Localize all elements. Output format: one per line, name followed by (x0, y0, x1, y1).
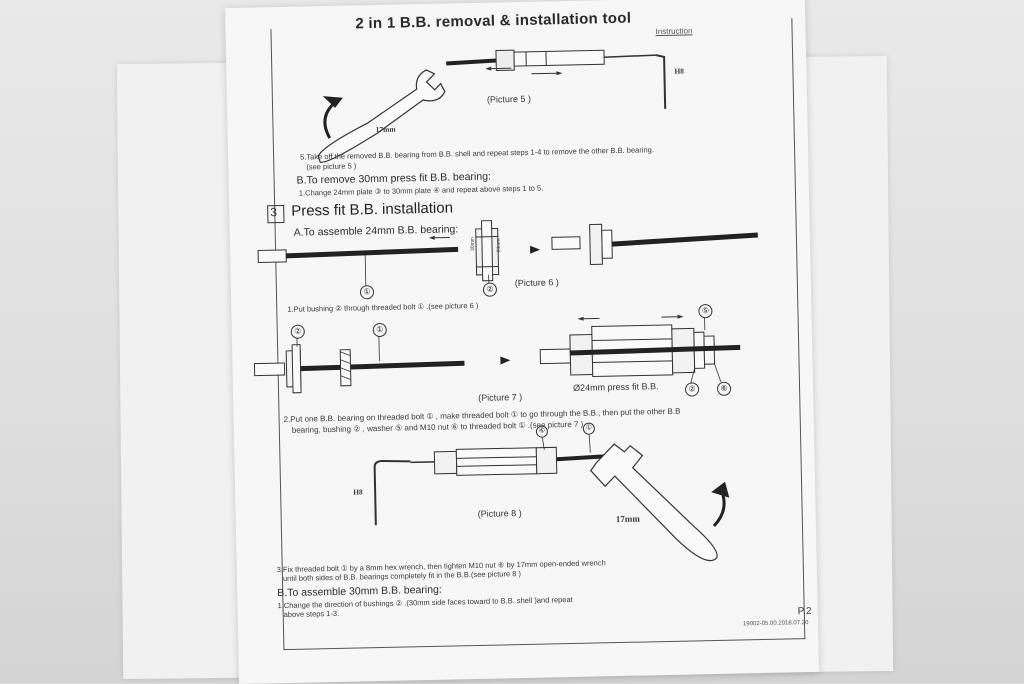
instruction-sheet: 2 in 1 B.B. removal & installation tool … (225, 0, 819, 684)
section-title: Press fit B.B. installation (291, 199, 453, 219)
picture7-caption: (Picture 7 ) (478, 392, 522, 403)
picture6-dim-24: 24mm (496, 238, 502, 252)
step5-line2: (see picture 5 ) (306, 161, 356, 171)
picture6-dim-30: 30mm (470, 237, 476, 251)
picture7-drawing (254, 313, 741, 393)
assembleB-line2: above steps 1-3. (284, 609, 340, 619)
picture8-caption: (Picture 8 ) (478, 508, 522, 519)
picture5-hex-label: H8 (674, 67, 684, 76)
picture5-wrench-label: 17mm (375, 125, 395, 134)
section-number: 3 (270, 205, 277, 219)
picture8-wrench-label: 17mm (616, 514, 640, 525)
picture6-caption: (Picture 6 ) (515, 277, 559, 288)
page-number: P.2 (798, 606, 812, 617)
picture7-press-fit-label: Ø24mm press fit B.B. (573, 381, 659, 393)
picture5-caption: (Picture 5 ) (487, 94, 531, 105)
picture8-drawing (374, 430, 731, 568)
picture8-hex-label: H8 (353, 487, 363, 496)
